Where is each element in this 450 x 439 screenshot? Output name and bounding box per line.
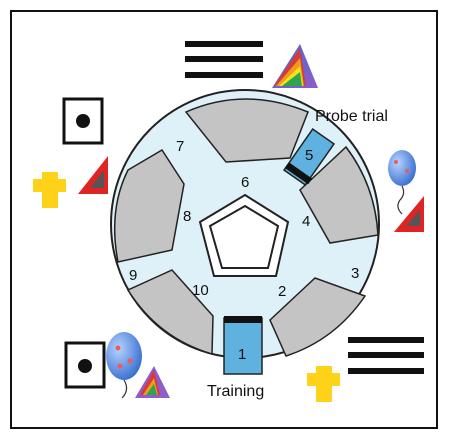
yellow-cross-cue-bottom — [307, 366, 340, 402]
arm-label-7: 7 — [176, 138, 184, 155]
wall-sector-right-lower — [269, 277, 367, 357]
wall-sector-top — [184, 98, 309, 163]
wall-sector-left — [113, 148, 185, 263]
arm-label-1: 1 — [238, 346, 246, 363]
arm-label-9: 9 — [129, 267, 137, 284]
red-triangle-cue-right — [394, 196, 424, 232]
wall-sector-bottom-left — [126, 269, 214, 355]
pyramid-cue — [272, 44, 318, 88]
center-pentagon-inner — [208, 204, 280, 269]
bars-cue — [185, 41, 263, 78]
arm-label-2: 2 — [278, 283, 286, 300]
balloon-cue-bottom — [106, 332, 142, 399]
arm-label-6: 6 — [241, 174, 249, 191]
arm-1-gate — [224, 316, 262, 323]
pyramid-cue-bottom — [135, 366, 170, 398]
red-triangle-cue — [78, 156, 108, 194]
arm-label-10: 10 — [192, 282, 209, 299]
arm-label-3: 3 — [351, 265, 359, 282]
yellow-cross-cue — [33, 172, 66, 208]
figure-border — [10, 10, 438, 429]
dot-card-cue — [62, 97, 104, 145]
training-caption: Training — [207, 383, 264, 400]
bars-cue-bottom — [348, 337, 424, 374]
arm-5-gate — [285, 162, 313, 185]
wall-sector-right-upper — [299, 145, 379, 244]
arm-label-8: 8 — [183, 208, 191, 225]
dot-card-cue-bottom — [64, 341, 106, 389]
balloon-cue-right — [388, 150, 416, 215]
probe-trial-caption: Probe trial — [315, 108, 388, 125]
arm-label-5: 5 — [305, 147, 313, 164]
arm-label-4: 4 — [302, 213, 310, 230]
